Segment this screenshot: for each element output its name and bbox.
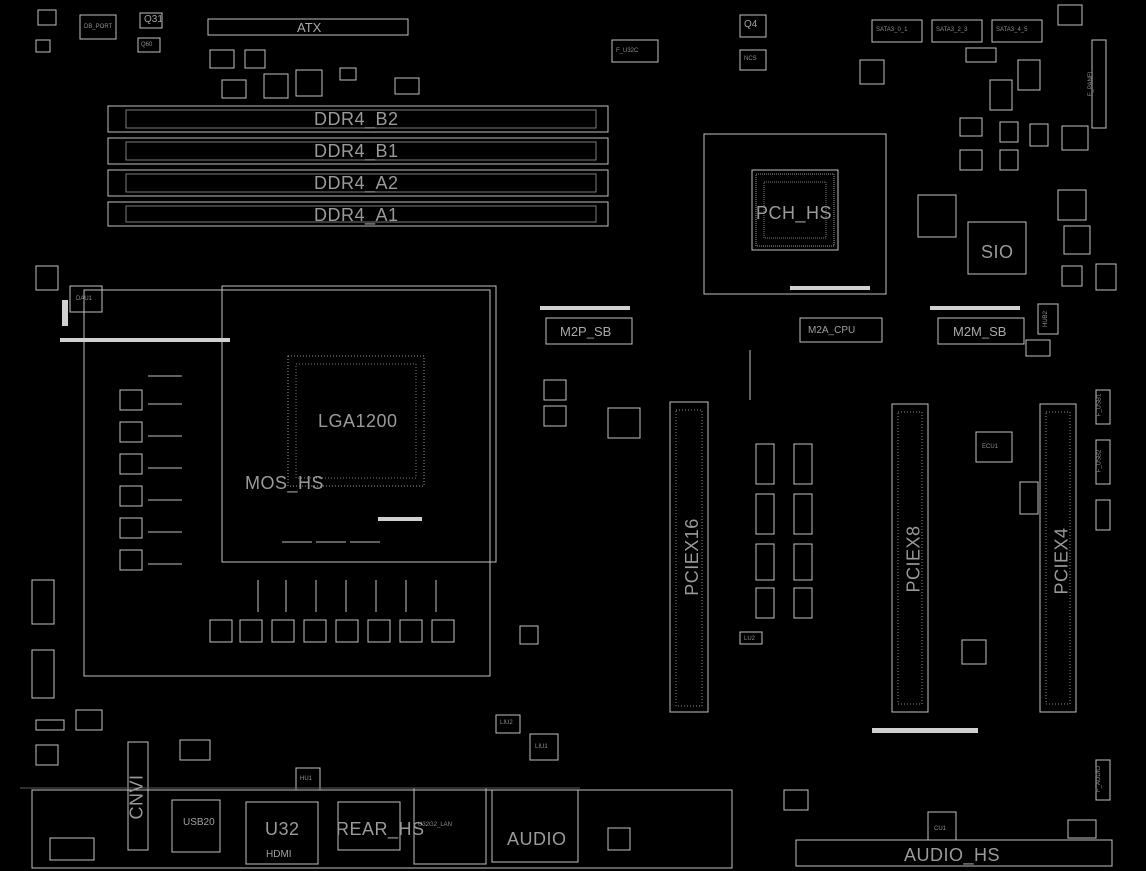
ddr4-b2-label: DDR4_B2: [314, 109, 399, 129]
cnvi-label: CNVI: [126, 774, 147, 820]
hu1-label: HU1: [300, 776, 313, 782]
cpu-socket-frame: [221, 285, 497, 563]
atx-label: ATX: [297, 20, 322, 35]
audio-label: AUDIO: [507, 829, 567, 849]
pcie-x4-slot: [1039, 403, 1077, 713]
lan-label: U32G2_LAN: [418, 822, 453, 828]
f-audio-label: F_AUDIO: [1096, 765, 1103, 793]
db-port-label: DB_PORT: [84, 24, 113, 30]
m2p-sb-label: M2P_SB: [560, 324, 612, 339]
dimm-slot-a1: [107, 201, 609, 227]
m2p-sb-outline: [545, 317, 633, 345]
f-panel-label: F_PANEL: [1088, 69, 1095, 97]
ecu1-label: ECU1: [982, 444, 999, 450]
sio-label: SIO: [981, 242, 1014, 262]
q4-label: Q4: [744, 19, 758, 30]
cpu-socket-outer: [83, 289, 491, 677]
sata-23-label: SATA3_2_3: [936, 27, 968, 33]
sata-01-label: SATA3_0_1: [876, 27, 908, 33]
liu1-label: LIU1: [535, 744, 548, 750]
sio-chip: [967, 221, 1027, 275]
ddr4-a1-label: DDR4_A1: [314, 205, 399, 225]
pcie-x16-slot: [669, 401, 709, 713]
cpu-socket-label: LGA1200: [318, 411, 398, 431]
ddr4-a2-label: DDR4_A2: [314, 173, 399, 193]
atx-connector: [207, 18, 409, 36]
pch-hs-label: PCH_HS: [756, 203, 833, 223]
dimm-slot-a2: [107, 169, 609, 197]
pcie-x8-slot: [891, 403, 929, 713]
cu1-label: CU1: [934, 826, 947, 832]
f-u32c-label: F_U32C: [616, 48, 639, 54]
audio-heatsink-outline: [795, 839, 1113, 867]
rear-hs-label: REAR_HS: [336, 819, 425, 839]
sata-45-label: SATA3_4_5: [996, 27, 1028, 33]
hub2-label: HUB2: [1043, 310, 1050, 328]
ddr4-b1-label: DDR4_B1: [314, 141, 399, 161]
pcie-x16-label: PCIEX16: [681, 518, 702, 596]
m2m-sb-label: M2M_SB: [953, 324, 1007, 339]
liu2-label: LIU2: [500, 720, 513, 726]
m2m-sb-outline: [937, 317, 1025, 345]
hdmi-label: HDMI: [266, 849, 292, 860]
m2a-cpu-label: M2A_CPU: [808, 325, 856, 336]
f-usb1-label: F_USB1: [1096, 393, 1103, 417]
pcie-x8-label: PCIEX8: [903, 525, 924, 593]
f-usb2-label: F_USB2: [1096, 449, 1103, 473]
dau1-label: DAU1: [76, 296, 93, 302]
ncs-label: NCS: [744, 56, 757, 62]
usb20-label: USB20: [183, 817, 215, 828]
pcie-x4-label: PCIEX4: [1051, 527, 1072, 595]
lu2-label: LU2: [744, 636, 756, 642]
u32-label: U32: [265, 819, 300, 839]
rear-io-outline: [31, 789, 733, 869]
audio-hs-label: AUDIO_HS: [904, 845, 1001, 865]
q60-label: Q60: [141, 42, 153, 48]
dimm-slot-b2: [107, 105, 609, 133]
mos-hs-label: MOS_HS: [245, 473, 325, 493]
pch-heatsink-outline: [703, 133, 887, 295]
dimm-slot-b1: [107, 137, 609, 165]
q31-label: Q31: [144, 14, 163, 25]
